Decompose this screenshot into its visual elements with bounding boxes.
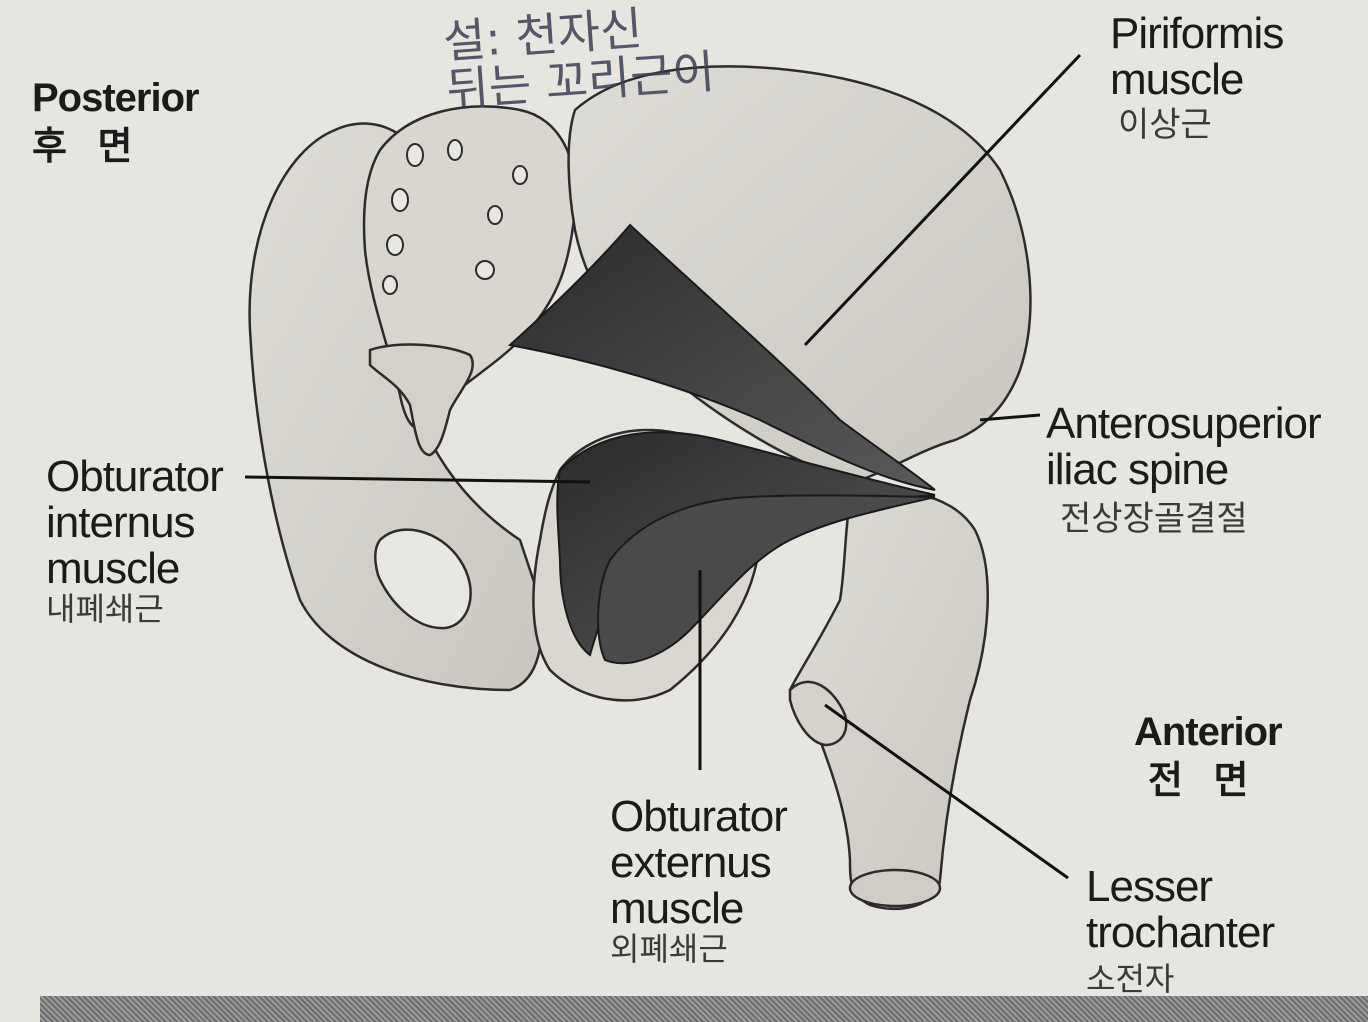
anterior-label: Anterior 전 면 bbox=[1134, 710, 1283, 802]
anterior-en: Anterior bbox=[1134, 710, 1283, 754]
obturator-internus-ko: 내폐쇄근 bbox=[46, 591, 164, 627]
leader-lines bbox=[244, 53, 1082, 880]
obturator-externus-en-1: Obturator bbox=[610, 792, 788, 841]
leader-lesser-trochanter bbox=[824, 703, 1069, 880]
anterior-ko: 전 면 bbox=[1148, 760, 1259, 802]
femur bbox=[788, 491, 989, 910]
lesser-trochanter-en-2: trochanter bbox=[1086, 908, 1275, 957]
piriformis-label: Piriformis muscle 이상근 bbox=[1110, 9, 1284, 144]
obturator-externus-shape bbox=[597, 494, 936, 665]
posterior-en: Posterior bbox=[32, 76, 200, 120]
obturator-internus-en-2: internus bbox=[46, 498, 196, 547]
piriformis-shape bbox=[507, 223, 936, 491]
obturator-foramen bbox=[374, 528, 472, 630]
piriformis-ko: 이상근 bbox=[1118, 106, 1212, 144]
obturator-externus-en-3: muscle bbox=[610, 884, 744, 933]
anterosuperior-label: Anterosuperior iliac spine 전상장골결절 bbox=[1046, 399, 1322, 538]
lesser-trochanter-label: Lesser trochanter 소전자 bbox=[1086, 862, 1275, 997]
leader-piriformis bbox=[803, 53, 1082, 347]
obturator-externus-label: Obturator externus muscle 외폐쇄근 bbox=[610, 792, 788, 967]
piriformis-en-1: Piriformis bbox=[1110, 9, 1284, 58]
piriformis-en-2: muscle bbox=[1110, 55, 1244, 104]
obturator-internus-en-3: muscle bbox=[46, 544, 180, 593]
anterosuperior-ko: 전상장골결절 bbox=[1060, 500, 1248, 538]
caption-strip bbox=[40, 996, 1368, 1022]
leader-obturator-internus bbox=[244, 475, 591, 484]
lesser-trochanter-ko: 소전자 bbox=[1086, 961, 1175, 997]
femur-shaft-end bbox=[848, 868, 942, 908]
anterosuperior-en-1: Anterosuperior bbox=[1046, 399, 1322, 448]
obturator-externus-ko: 외폐쇄근 bbox=[610, 931, 728, 967]
leader-anterosuperior bbox=[979, 413, 1041, 422]
posterior-ko: 후 면 bbox=[32, 126, 143, 168]
lesser-trochanter-bump bbox=[788, 680, 848, 747]
anterosuperior-en-2: iliac spine bbox=[1046, 445, 1229, 494]
obturator-externus-en-2: externus bbox=[610, 838, 772, 887]
posterior-label: Posterior 후 면 bbox=[32, 76, 200, 168]
obturator-internus-en-1: Obturator bbox=[46, 452, 224, 501]
obturator-internus-label: Obturator internus muscle 내폐쇄근 bbox=[46, 452, 224, 627]
coccyx bbox=[368, 343, 474, 457]
sacral-foramina bbox=[382, 139, 528, 295]
lesser-trochanter-en-1: Lesser bbox=[1086, 862, 1213, 911]
